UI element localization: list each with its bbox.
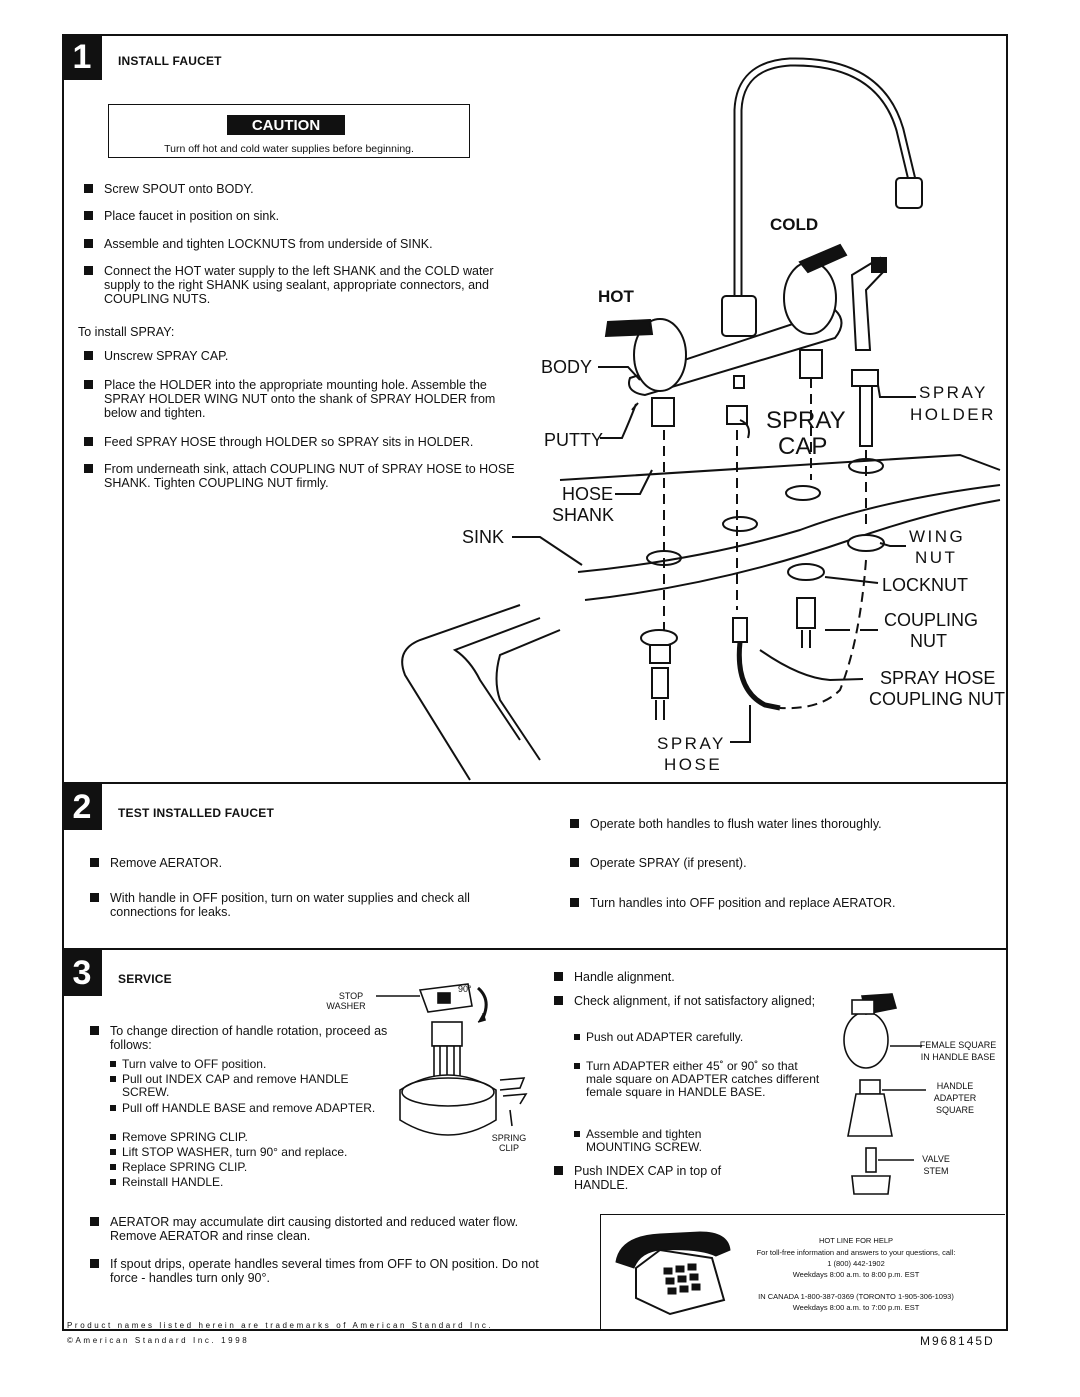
wing-nut-label: NUT	[915, 548, 958, 567]
instruction-bullet: Screw SPOUT onto BODY.	[84, 182, 524, 196]
sub-step: Turn ADAPTER either 45˚ or 90˚ so that m…	[574, 1060, 821, 1099]
hotline-text: For toll-free information and answers to…	[756, 1248, 956, 1257]
spray-cap-label: CAP	[778, 433, 828, 460]
document-code: M968145D	[920, 1334, 995, 1348]
hotline-box	[600, 1214, 1005, 1330]
instruction-bullet: Check alignment, if not satisfactory ali…	[554, 994, 829, 1008]
spray-holder-label: HOLDER	[910, 405, 996, 424]
copyright: ©American Standard Inc. 1998	[67, 1336, 250, 1345]
handle-adapter-label: ADAPTER	[933, 1093, 977, 1103]
instruction-bullet: AERATOR may accumulate dirt causing dist…	[90, 1215, 550, 1243]
section-title: SERVICE	[118, 972, 172, 986]
instruction-bullet: Operate both handles to flush water line…	[570, 817, 1010, 831]
handle-adapter-label: SQUARE	[935, 1105, 974, 1115]
section-divider	[62, 948, 1008, 950]
coupling-nut-label: NUT	[910, 631, 947, 651]
female-square-label: IN HANDLE BASE	[920, 1052, 996, 1062]
hotline-canada-hours: Weekdays 8:00 a.m. to 7:00 p.m. EST	[792, 1303, 920, 1312]
cold-label: COLD	[770, 215, 819, 234]
hotline-hours: Weekdays 8:00 a.m. to 8:00 p.m. EST	[792, 1270, 920, 1279]
step-number: 2	[62, 784, 102, 830]
sink-label: SINK	[462, 527, 505, 547]
hose-shank-label: SHANK	[552, 505, 615, 525]
instruction-bullet: Assemble and tighten LOCKNUTS from under…	[84, 237, 524, 251]
instruction-bullet: To change direction of handle rotation, …	[90, 1024, 400, 1052]
stop-washer-label: STOP	[338, 991, 364, 1001]
coupling-nut-label: COUPLING	[884, 610, 979, 630]
caution-box: CAUTION Turn off hot and cold water supp…	[108, 104, 470, 158]
section-title: TEST INSTALLED FAUCET	[118, 806, 274, 820]
putty-label: PUTTY	[544, 430, 604, 450]
instruction-bullet: Remove AERATOR.	[90, 856, 540, 870]
sub-step: Turn valve to OFF position.	[110, 1058, 392, 1071]
angle-label: 90°	[458, 984, 472, 994]
sub-step: Assemble and tighten MOUNTING SCREW.	[574, 1128, 751, 1154]
instruction-bullet: Feed SPRAY HOSE through HOLDER so SPRAY …	[84, 435, 534, 449]
instruction-bullet: Operate SPRAY (if present).	[570, 856, 1010, 870]
step-number: 1	[62, 34, 102, 80]
spring-clip-label: SPRING	[491, 1133, 527, 1143]
page-frame	[62, 34, 1008, 1331]
instruction-bullet: If spout drips, operate handles several …	[90, 1257, 550, 1285]
spray-cap-label: SPRAY	[766, 407, 846, 434]
spray-hose-coupling-label: SPRAY HOSE	[880, 668, 996, 688]
female-square-label: FEMALE SQUARE	[919, 1040, 997, 1050]
sub-step: Reinstall HANDLE.	[110, 1176, 402, 1189]
instruction-bullet: Push INDEX CAP in top of HANDLE.	[554, 1164, 764, 1192]
sub-step: Replace SPRING CLIP.	[110, 1161, 402, 1174]
stop-washer-label: WASHER	[326, 1001, 366, 1011]
spray-hose-coupling-label: COUPLING NUT	[869, 689, 1006, 709]
section-divider	[62, 782, 1008, 784]
hotline-phone[interactable]: 1 (800) 442-1902	[827, 1259, 885, 1268]
wing-nut-label: WING	[909, 527, 966, 546]
instruction-bullet: Handle alignment.	[554, 970, 774, 984]
hotline-canada[interactable]: IN CANADA 1-800-387-0369 (TORONTO 1-905-…	[758, 1292, 954, 1301]
valve-stem-label: VALVE	[922, 1154, 950, 1164]
instruction-bullet: From underneath sink, attach COUPLING NU…	[84, 462, 529, 490]
sub-step: Lift STOP WASHER, turn 90° and replace.	[110, 1146, 432, 1159]
section-title: INSTALL FAUCET	[118, 54, 222, 68]
sub-step: Pull off HANDLE BASE and remove ADAPTER.	[110, 1102, 382, 1115]
sub-step: Pull out INDEX CAP and remove HANDLE SCR…	[110, 1073, 372, 1099]
body-label: BODY	[541, 357, 593, 377]
spring-clip-label: CLIP	[498, 1143, 519, 1153]
caution-text: Turn off hot and cold water supplies bef…	[164, 143, 414, 155]
sub-step: Push out ADAPTER carefully.	[574, 1031, 826, 1044]
instruction-bullet: Unscrew SPRAY CAP.	[84, 349, 524, 363]
spray-intro: To install SPRAY:	[78, 325, 175, 339]
hotline-title: HOT LINE FOR HELP	[818, 1236, 894, 1245]
instruction-bullet: Turn handles into OFF position and repla…	[570, 896, 1010, 910]
caution-label: CAUTION	[227, 115, 345, 135]
instruction-bullet: Place faucet in position on sink.	[84, 209, 524, 223]
instruction-bullet: Connect the HOT water supply to the left…	[84, 264, 509, 306]
locknut-label: LOCKNUT	[882, 575, 969, 595]
instruction-bullet: With handle in OFF position, turn on wat…	[90, 891, 540, 919]
instruction-bullet: Place the HOLDER into the appropriate mo…	[84, 378, 499, 420]
spray-hose-label: SPRAY	[657, 734, 726, 753]
handle-adapter-label: HANDLE	[936, 1081, 974, 1091]
step-number: 3	[62, 950, 102, 996]
hose-shank-label: HOSE	[562, 484, 614, 504]
spray-hose-label: HOSE	[664, 755, 723, 774]
hot-label: HOT	[598, 287, 634, 306]
spray-holder-label: SPRAY	[919, 383, 988, 402]
sub-step: Remove SPRING CLIP.	[110, 1131, 402, 1144]
trademark-note: Product names listed herein are trademar…	[67, 1321, 494, 1330]
valve-stem-label: STEM	[923, 1166, 949, 1176]
